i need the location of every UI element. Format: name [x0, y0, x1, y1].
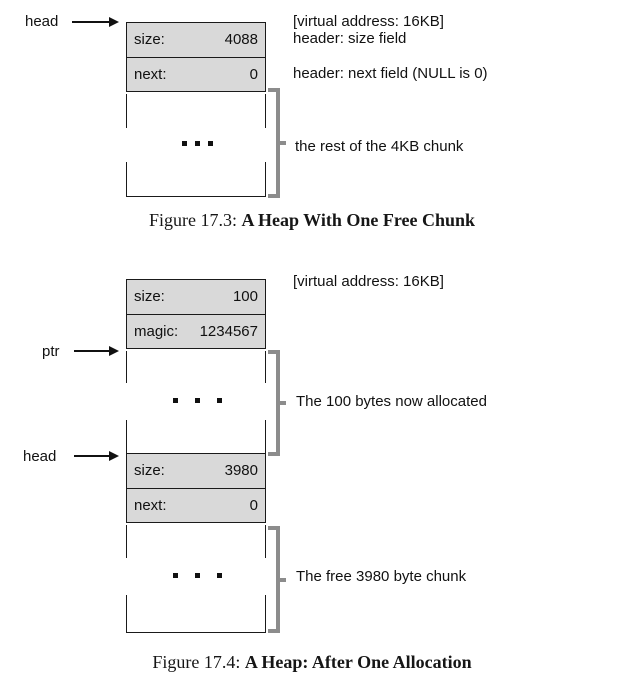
fig2-allocated-brace-icon [268, 350, 286, 456]
fig1-free-space-lower [126, 162, 266, 197]
arrow-tip [109, 17, 119, 27]
fig2-allocated-ellipsis-icon [173, 398, 222, 403]
size-value: 3980 [224, 462, 258, 480]
virtual-address-text: [virtual address: 16KB] [293, 13, 444, 30]
fig1-brace-icon [268, 88, 286, 198]
fig2-free-next-row: next: 0 [127, 487, 265, 522]
fig2-free-header-box: size: 3980 next: 0 [126, 453, 266, 523]
size-label: size: [134, 31, 165, 49]
size-label: size: [134, 288, 165, 306]
fig1-caption-prefix: Figure 17.3: [148, 210, 237, 230]
next-value: 0 [249, 65, 258, 83]
fig2-caption-title: A Heap: After One Allocation [244, 652, 472, 672]
fig2-size-row: size: 100 [127, 280, 265, 314]
fig1-virtual-address-note: [virtual address: 16KB] header: size fie… [293, 13, 444, 47]
fig2-magic-row: magic: 1234567 [127, 313, 265, 348]
fig2-free-size-row: size: 3980 [127, 454, 265, 488]
fig2-ptr-pointer-label: ptr [42, 343, 60, 360]
fig1-head-pointer-label: head [25, 13, 59, 30]
fig1-caption-title: A Heap With One Free Chunk [241, 210, 476, 230]
next-label: next: [134, 496, 167, 514]
fig2-head-pointer-label: head [23, 448, 57, 465]
fig2-free-space-lower [126, 595, 266, 633]
fig2-free-ellipsis-icon [173, 573, 222, 578]
arrow-tip [109, 451, 119, 461]
fig2-caption-prefix: Figure 17.4: [152, 652, 241, 672]
fig1-ellipsis-icon [182, 141, 213, 146]
fig1-rest-of-chunk-note: the rest of the 4KB chunk [295, 138, 464, 155]
fig2-allocated-space-lower [126, 420, 266, 453]
size-field-text: header: size field [293, 30, 407, 47]
fig2-free-brace-icon [268, 526, 286, 633]
arrow-shaft [74, 350, 110, 352]
fig1-next-field-note: header: next field (NULL is 0) [293, 65, 488, 82]
size-value: 4088 [224, 31, 258, 49]
arrow-shaft [74, 455, 110, 457]
fig2-ptr-arrow-icon [74, 346, 119, 356]
fig2-caption: Figure 17.4: A Heap: After One Allocatio… [0, 652, 624, 673]
fig1-chunk-header-box: size: 4088 next: 0 [126, 22, 266, 92]
fig1-size-row: size: 4088 [127, 23, 265, 57]
fig2-free-chunk-note: The free 3980 byte chunk [296, 568, 467, 585]
size-label: size: [134, 462, 165, 480]
arrow-tip [109, 346, 119, 356]
next-label: next: [134, 65, 167, 83]
size-value: 100 [232, 288, 258, 306]
next-value: 0 [249, 496, 258, 514]
fig1-next-row: next: 0 [127, 56, 265, 91]
fig2-virtual-address-note: [virtual address: 16KB] [293, 273, 444, 290]
fig1-head-arrow-icon [72, 17, 119, 27]
fig2-allocated-header-box: size: 100 magic: 1234567 [126, 279, 266, 349]
magic-label: magic: [134, 322, 179, 340]
fig2-head-arrow-icon [74, 451, 119, 461]
fig1-free-space-upper [126, 93, 266, 128]
arrow-shaft [72, 21, 110, 23]
fig2-allocated-note: The 100 bytes now allocated [296, 393, 487, 410]
fig1-caption: Figure 17.3: A Heap With One Free Chunk [0, 210, 624, 231]
fig2-free-space-upper [126, 524, 266, 558]
fig2-allocated-space-upper [126, 350, 266, 383]
magic-value: 1234567 [199, 322, 258, 340]
